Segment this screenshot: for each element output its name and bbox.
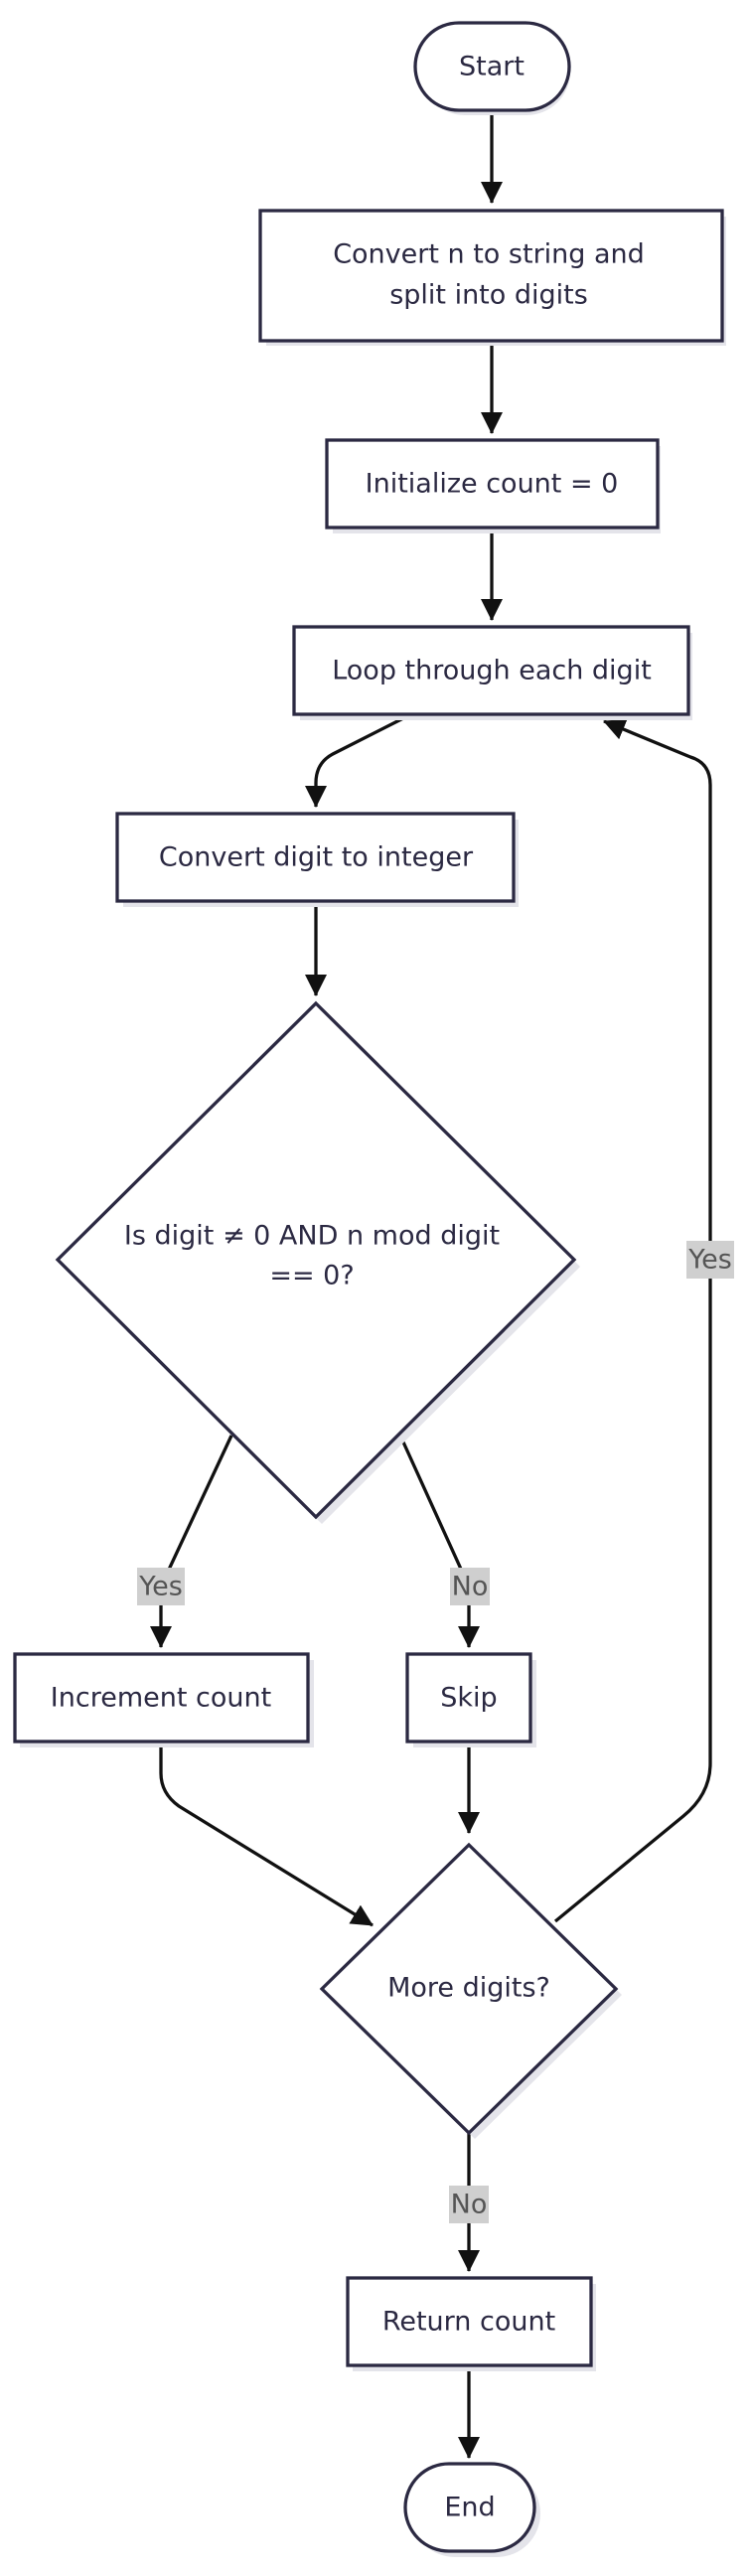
edge-check-to-skip [398,1435,480,1648]
svg-text:Yes: Yes [687,1245,732,1276]
svg-text:No: No [451,2190,488,2220]
edge-labels: Yes No Yes No [137,1241,734,2223]
edge-more-to-loop [553,718,712,1923]
edge-loop-to-convert-int [305,714,408,808]
node-return-count: Return count [346,2276,596,2371]
svg-text:Return count: Return count [382,2307,555,2338]
node-initialize-count: Initialize count = 0 [325,438,661,533]
svg-text:Increment count: Increment count [51,1683,271,1714]
svg-text:Is digit ≠ 0 AND n mod digit: Is digit ≠ 0 AND n mod digit [124,1221,500,1252]
node-more-digits: More digits? [319,1842,622,2139]
svg-text:Yes: Yes [138,1572,183,1602]
svg-text:Skip: Skip [440,1683,497,1714]
nodes: Start Convert n to string and split into… [13,21,726,2557]
node-end: End [403,2462,540,2557]
svg-text:No: No [452,1572,489,1602]
svg-text:More digits?: More digits? [387,1973,550,2004]
svg-text:Convert n to string and: Convert n to string and [333,239,645,270]
node-check-divisible: Is digit ≠ 0 AND n mod digit == 0? [55,1000,580,1524]
svg-text:Convert digit to integer: Convert digit to integer [159,842,474,873]
svg-text:Start: Start [459,52,525,82]
node-convert-to-integer: Convert digit to integer [115,812,519,907]
svg-text:== 0?: == 0? [269,1261,354,1291]
svg-text:Initialize count = 0: Initialize count = 0 [366,469,619,500]
node-increment-count: Increment count [13,1652,314,1747]
edge-label-more-no: No [449,2186,489,2223]
node-loop-digits: Loop through each digit [292,625,692,720]
edge-label-more-yes: Yes [686,1241,734,1279]
edge-label-check-no: No [450,1568,490,1605]
node-start: Start [413,21,571,115]
edge-increment-to-more [159,1744,374,1927]
svg-text:split into digits: split into digits [389,280,588,311]
svg-text:End: End [444,2493,495,2523]
node-convert-to-string: Convert n to string and split into digit… [258,209,726,346]
edge-label-check-yes: Yes [137,1568,185,1605]
node-skip: Skip [405,1652,536,1747]
svg-text:Loop through each digit: Loop through each digit [332,656,652,686]
edge-check-to-increment [150,1435,233,1648]
